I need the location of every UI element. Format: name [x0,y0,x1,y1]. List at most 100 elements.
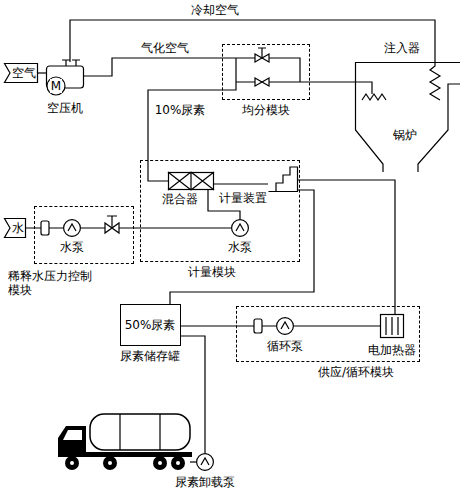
unloading-pipe [190,461,196,462]
electric-heater-shape [380,314,404,338]
shape-outline [277,318,294,335]
valve-symbol [255,78,269,86]
inlet-outline [5,64,38,83]
water-pump-shape [63,219,81,237]
node-text: 尿素储存罐 [120,349,180,363]
shape-outline [269,167,298,192]
tanker-truck [58,414,192,470]
injector-nozzles [355,82,386,100]
pipe-connector [298,180,395,314]
node-text: 空压机 [47,101,83,115]
pipe-connector [294,325,380,326]
pipe-connector [38,72,46,73]
motor-symbol: M [50,79,62,93]
water-pump: 水泵 [231,219,249,237]
heater-box [381,315,404,338]
node-text: 50%尿素 [125,318,176,332]
node-text: 水 [12,221,24,235]
shape-outline [5,64,38,83]
wheel-hub [176,461,180,465]
truck-wheel [171,456,185,470]
pipe-connector [84,58,222,76]
shape-outline [168,172,214,190]
circulation-pump: 循环泵 [276,317,294,335]
node-text: 供应/循环模块 [318,365,394,379]
node-text: 混合器 [162,192,198,206]
mixer-shape [168,172,214,190]
heater-elements [386,317,398,335]
metering-stairs [269,167,298,192]
pipe-connector [70,20,435,62]
shape-outline [47,60,84,95]
node-text: 锅炉 [393,128,417,142]
supply-module: 供应/循环模块循环泵电加热器 [236,306,420,362]
pump-circle [232,220,249,237]
injector-label: 注入器 [383,41,421,55]
truck-wheel [103,456,117,470]
distribution-pipes [222,58,310,90]
shape-outline [232,220,249,237]
edge-label: 10%尿素 [154,103,207,117]
pump-mark [201,458,209,465]
boiler: 锅炉 [355,62,460,172]
node-text: 电加热器 [368,343,416,357]
metering-device: 计量装置 [268,166,298,192]
electric-heater: 电加热器 [380,314,404,338]
wheel-hub [70,461,74,465]
dilution-module: 稀释水压力控制 模块水泵 [34,206,134,264]
edge-label: 冷却空气 [190,3,240,17]
water-pump: 水泵 [63,219,81,237]
node-text: 循环泵 [267,339,303,353]
pump-circle [64,220,81,237]
air-inlet: 空气 [4,63,38,83]
shape-outline [64,220,81,237]
valve-stem [258,48,266,58]
water-inlet: 水 [4,218,26,238]
truck-tank [90,414,190,450]
water-pump-shape [231,219,249,237]
truck-wheel [153,456,167,470]
pipe-connector [81,227,231,228]
distribution-module: 均分模块 [222,44,310,100]
truck-window [63,430,82,440]
shape-outline [5,219,26,238]
metering-device-shape [268,166,298,192]
mixer-box [169,173,214,190]
valve-stem [107,216,117,228]
pipe-connector [148,90,222,181]
pump-mark [236,224,244,231]
wheel-hub [158,461,162,465]
node-text: 尿素卸载泵 [175,475,235,489]
injector-zigzag [430,62,440,100]
node-text: 空气 [12,66,36,80]
node-text: 计量模块 [188,265,236,279]
unloading-pump: 尿素卸载泵 [196,453,214,471]
pump-circle [197,454,214,471]
mixer-hatch [168,172,214,190]
pipe-connector [170,190,314,304]
pump-mark [68,224,76,231]
urea-tank: 50%尿素尿素储存罐 [120,304,181,346]
edge-label: 气化空气 [140,41,190,55]
shape-outline [197,454,214,471]
node-text: 稀释水压力控制 模块 [8,269,104,297]
boiler-outline [355,62,460,172]
pipe-connector [214,183,268,184]
motor-circle [47,77,65,95]
pump-circle [277,318,294,335]
truck-chassis [58,452,192,457]
truck-wheel [65,456,79,470]
tank-bands [120,414,160,450]
boiler-shape [355,62,460,172]
wheel-hub [108,461,112,465]
node-text: 水泵 [60,240,84,254]
node-text: 计量装置 [219,191,267,205]
filter-symbol [254,319,262,333]
pipe-connector [310,81,355,82]
node-text: 水泵 [228,240,252,254]
shape-outline [355,62,460,172]
inlet-outline [5,219,26,238]
unloading-pump-shape [196,453,214,471]
shape-outline [381,315,404,338]
